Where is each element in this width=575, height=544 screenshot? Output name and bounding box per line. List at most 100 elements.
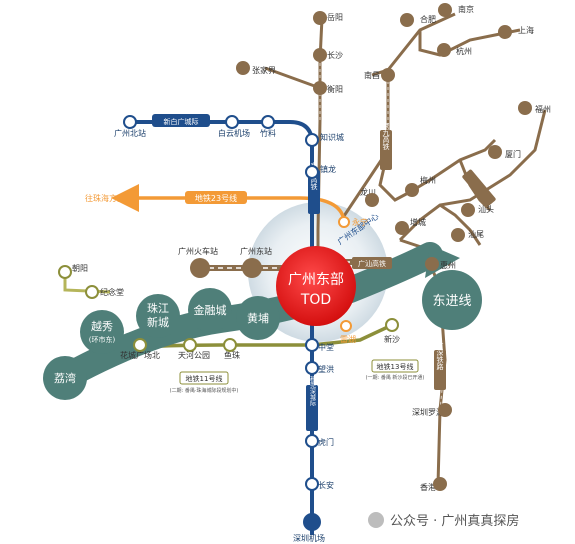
blue-stop-dots (123, 115, 321, 531)
stop-wangniudun (305, 361, 319, 375)
line13-sub: (一期: 番禺 新沙段已开通) (366, 374, 425, 381)
label-yuexiu: 越秀 (91, 319, 113, 333)
stop-gz-train (190, 258, 210, 278)
st-yueyang: 岳阳 (327, 12, 343, 22)
stop-nanjing (438, 3, 452, 17)
stop-shantou (461, 203, 475, 217)
label-jinrongcheng: 金融城 (194, 303, 227, 317)
st-shenzhen-luohu: 深圳罗湖 (412, 407, 444, 417)
st-shanghai: 上海 (518, 25, 534, 35)
xiashen-pill (462, 169, 496, 207)
stop-meizhou (405, 183, 419, 197)
st-hengyang: 衡阳 (327, 84, 343, 94)
line11-label: 地铁11号线 (186, 374, 223, 383)
stop-zhangcheng (395, 221, 409, 235)
st-nanchang: 南昌 (364, 70, 380, 80)
district-huangpu (236, 296, 280, 340)
stop-changan (305, 477, 319, 491)
stop-gz-east (242, 258, 262, 278)
line13-label: 地铁13号线 (377, 362, 414, 371)
stop-zhuliao (261, 115, 275, 129)
stop-zhongtang (305, 338, 319, 352)
stop-baiyun (225, 115, 239, 129)
st-zhaoyang: 朝阳 (72, 264, 88, 273)
st-yuzhu: 鱼珠 (224, 350, 240, 360)
st-zhenlong: 镇龙 (320, 164, 336, 174)
st-zhishicheng: 知识城 (320, 132, 344, 142)
xinbaiguang-pill (152, 114, 210, 127)
district-jinrongcheng (188, 288, 232, 332)
wechat-icon (368, 512, 384, 528)
stop-zhenlong (305, 165, 319, 179)
st-zhongtang: 中堂 (318, 342, 334, 352)
st-zhuhai-dir: 往珠海方向 (85, 193, 125, 203)
guanshen-label: 广深铁路 (436, 341, 444, 371)
jingjiu-pill (380, 130, 392, 170)
stop-hefei (400, 13, 414, 27)
suishen-label: 穗莞深城际 (309, 375, 316, 407)
olive-stop-dots (58, 265, 399, 352)
st-hefei: 合肥 (420, 14, 436, 24)
st-baiyun-airport: 白云机场 (218, 128, 250, 138)
label-zhujiang: 珠江 (147, 301, 169, 315)
stop-huizhou (425, 257, 439, 271)
guangshan-pill (352, 257, 392, 269)
stop-longchuan (365, 193, 379, 207)
st-nanjing: 南京 (458, 4, 474, 14)
line-23 (111, 184, 346, 221)
st-changsha: 长沙 (327, 50, 343, 60)
stop-yongning (338, 216, 350, 228)
st-yongning: 永宁 (352, 217, 368, 227)
st-jiniantang: 纪念堂 (100, 287, 124, 297)
stop-yueyang (313, 11, 327, 25)
line11-sub: (二期: 番禺·珠海城际段规划中) (170, 387, 239, 394)
jingguang-pill (308, 170, 320, 214)
east-badge (422, 270, 482, 330)
label-xincheng: 新城 (147, 315, 169, 329)
stop-changsha (313, 48, 327, 62)
line13-pill (371, 359, 419, 373)
st-gz-train: 广州火车站 (178, 246, 218, 256)
st-huizhou: 惠州 (440, 260, 456, 270)
st-gz-north: 广州北站 (114, 128, 146, 138)
stop-huacheng (133, 338, 147, 352)
stop-shanwei (451, 228, 465, 242)
jingjiu-label: 京九高铁 (382, 121, 390, 151)
stop-yuzhu (223, 338, 237, 352)
st-wangniudun: 望洪 (318, 364, 334, 374)
district-zhujiang (136, 294, 180, 338)
st-hongkong: 香港 (420, 482, 436, 492)
stop-hangzhou (437, 43, 451, 57)
line23-label: 地铁23号线 (195, 193, 237, 203)
st-tianhe-park: 天河公园 (178, 350, 210, 360)
stop-jiniantang (85, 285, 99, 299)
st-shanwei: 汕尾 (468, 229, 484, 239)
guanshen-pill (434, 350, 446, 390)
label-liwan: 荔湾 (54, 371, 76, 385)
district-circles (43, 288, 280, 400)
st-xinsha: 新沙 (384, 334, 400, 344)
stop-xinsha (385, 318, 399, 332)
st-zhangjiajie: 张家界 (252, 65, 276, 75)
hub-title-line1: 广州东部 (288, 272, 344, 288)
stop-nanchang (381, 68, 395, 82)
stop-zhishicheng (305, 133, 319, 147)
stop-fuzhou (518, 101, 532, 115)
line23-pill (185, 191, 247, 204)
district-labels: 荔湾 越秀 (环市东) 珠江 新城 金融城 黄埔 (54, 301, 269, 385)
stop-shenzhen-luohu (438, 403, 452, 417)
station-labels: 岳阳 长沙 衡阳 张家界 合肥 南京 杭州 上海 南昌 福州 厦门 梅州 龙川 … (72, 4, 551, 543)
st-humen: 虎门 (318, 437, 334, 447)
hub-ball (276, 246, 356, 326)
stop-zhaoyang (58, 265, 72, 279)
st-shantou: 汕头 (478, 204, 494, 214)
st-changan: 长安 (318, 480, 334, 490)
st-fuzhou: 福州 (535, 105, 551, 114)
st-xiamen: 厦门 (505, 149, 521, 159)
stop-shanghai (498, 25, 512, 39)
watermark: 公众号 · 广州真真探房 (390, 513, 519, 529)
st-sz-airport: 深圳机场 (293, 533, 325, 543)
line11-pill (179, 371, 229, 385)
stop-gz-north (123, 115, 137, 129)
